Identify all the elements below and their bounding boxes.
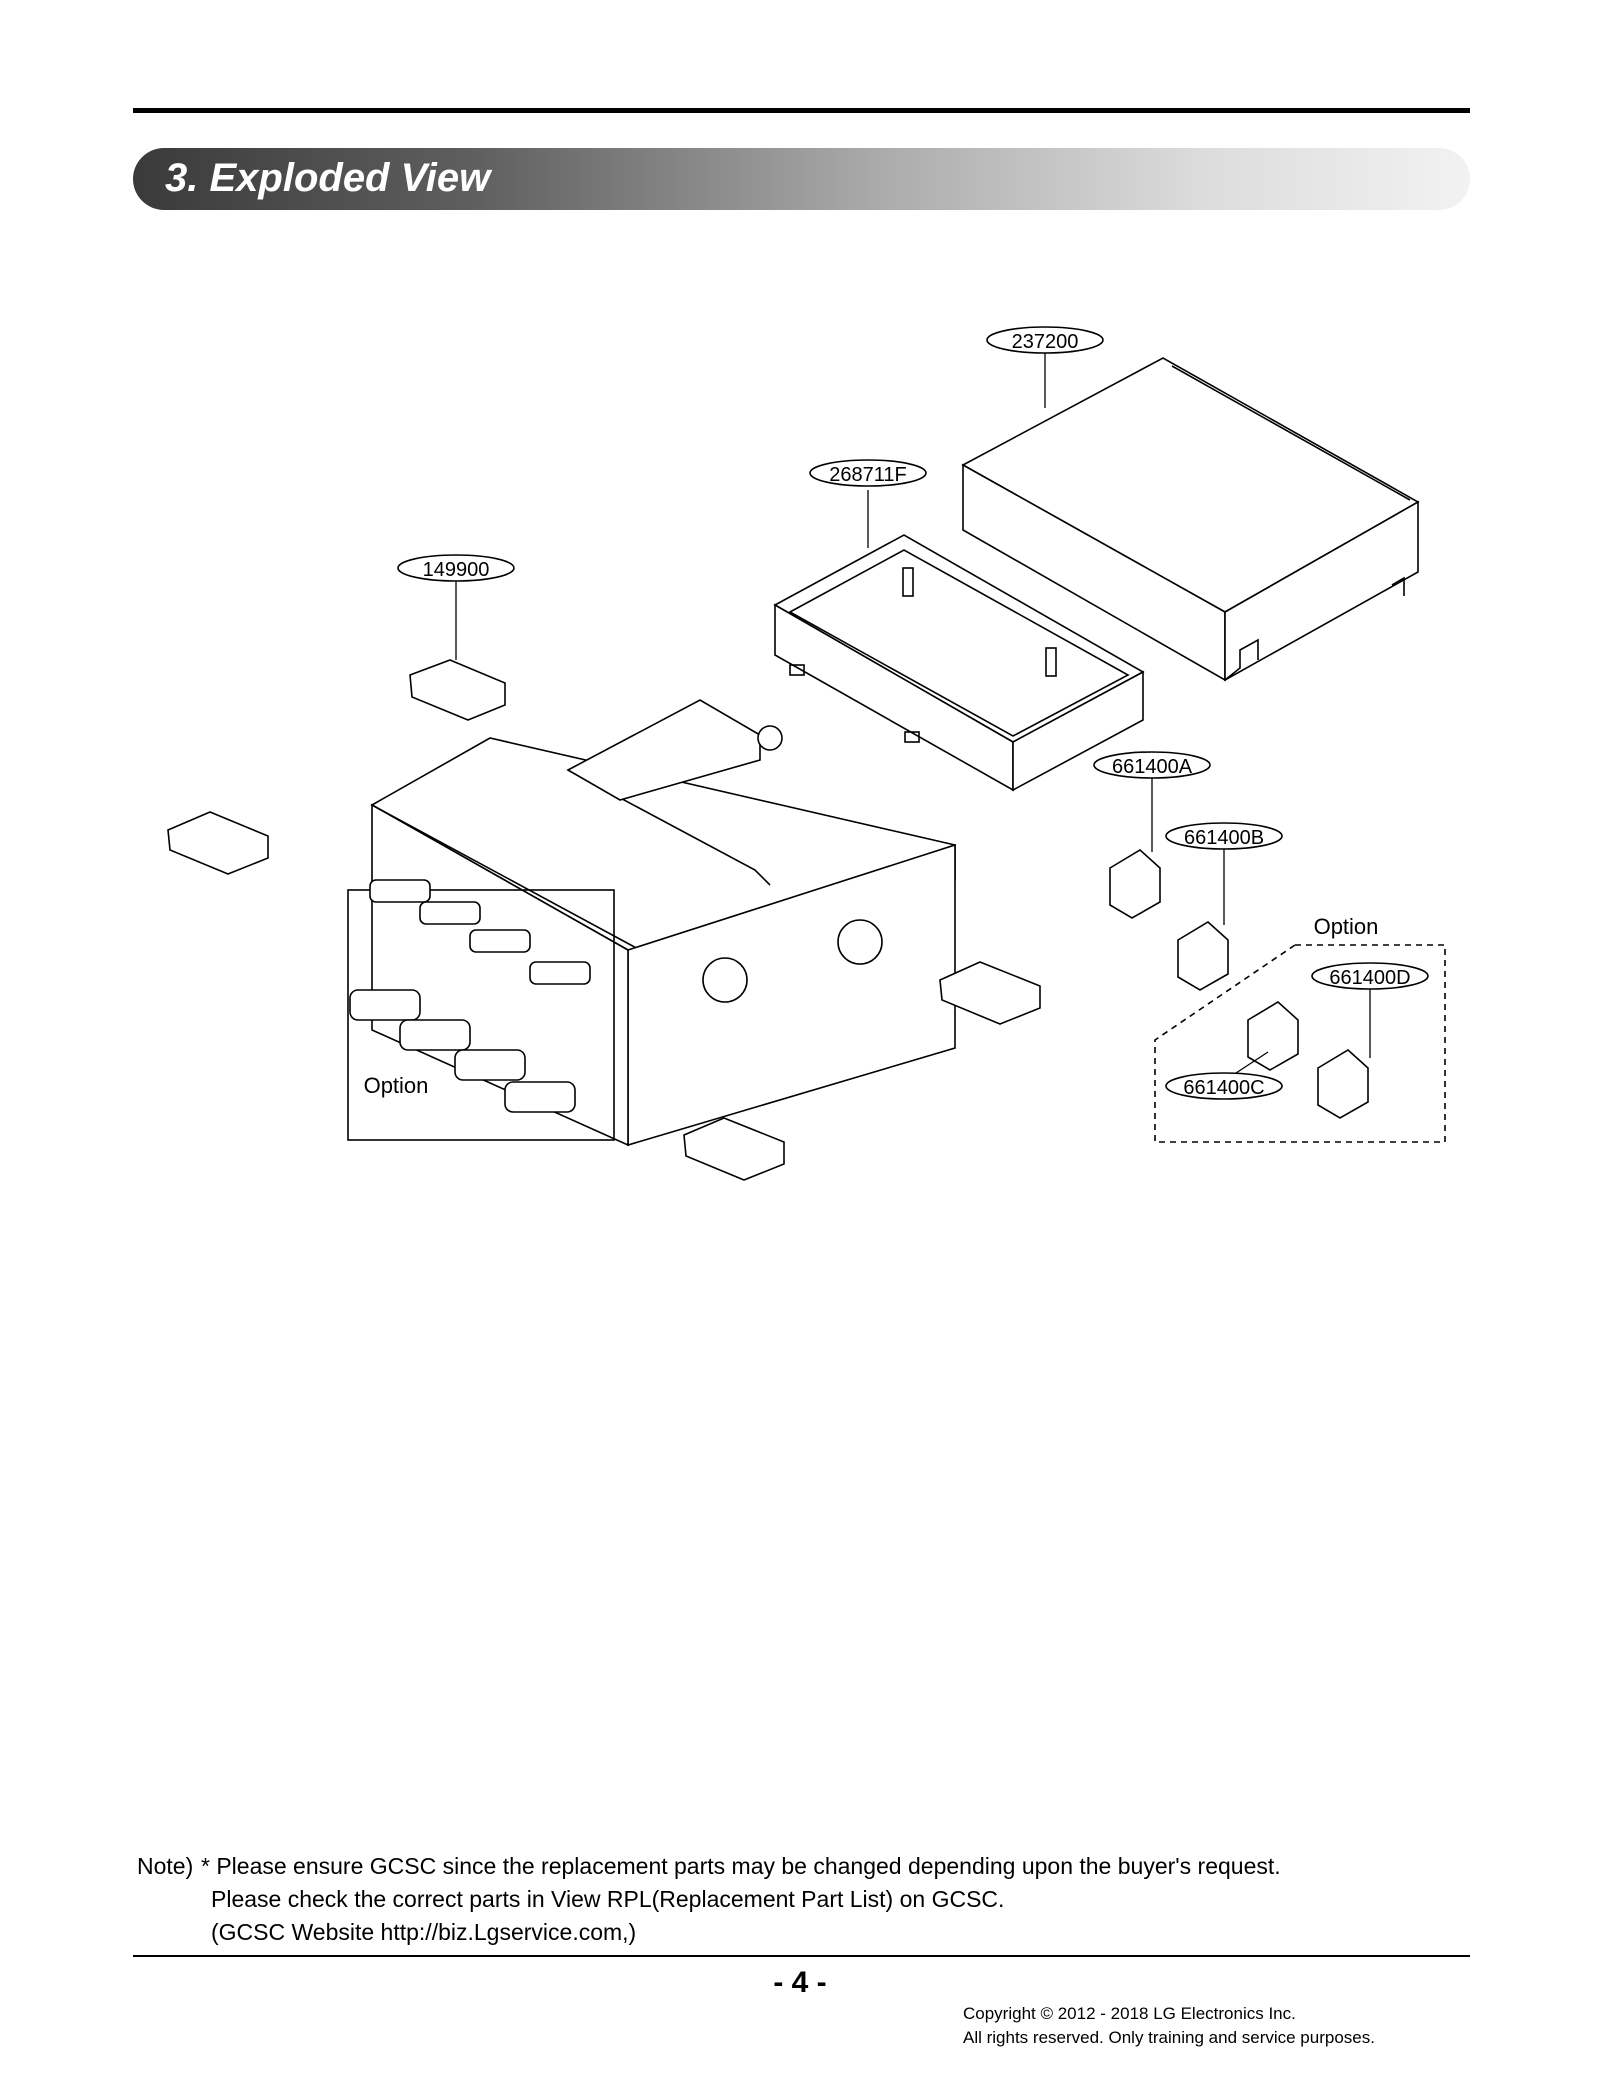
exploded-view-diagram: 237200 268711F 149900 661400A 661400B 66… bbox=[167, 326, 1446, 1181]
label-149900: 149900 bbox=[397, 554, 515, 582]
part-label-661400A: 661400A bbox=[1112, 756, 1193, 778]
service-valves bbox=[349, 879, 591, 1113]
part-label-661400B: 661400B bbox=[1184, 827, 1264, 849]
note-lines: * Please ensure GCSC since the replaceme… bbox=[201, 1850, 1281, 1949]
part-label-237200: 237200 bbox=[1012, 331, 1079, 353]
label-237200: 237200 bbox=[986, 326, 1104, 354]
note-line: (GCSC Website http://biz.Lgservice.com,) bbox=[211, 1919, 637, 1945]
option-label-left: Option bbox=[364, 1073, 429, 1098]
option-outline-right bbox=[1154, 944, 1446, 1143]
note-line: * Please ensure GCSC since the replaceme… bbox=[201, 1853, 1281, 1879]
note-label: Note) bbox=[137, 1853, 194, 1879]
section-title: 3. Exploded View bbox=[165, 156, 491, 200]
option-valves bbox=[1109, 849, 1369, 1119]
part-label-661400D: 661400D bbox=[1329, 967, 1410, 989]
top-rule bbox=[133, 108, 1470, 113]
hanger-brackets bbox=[167, 659, 1041, 1181]
note-line: Please check the correct parts in View R… bbox=[211, 1886, 1005, 1912]
main-body-part bbox=[347, 699, 956, 1147]
part-label-268711F: 268711F bbox=[829, 464, 906, 486]
part-label-149900: 149900 bbox=[423, 559, 490, 581]
option-label-right: Option bbox=[1314, 914, 1379, 939]
leader-lines bbox=[455, 352, 1371, 1074]
top-cover-part bbox=[961, 357, 1420, 682]
label-661400C: 661400C bbox=[1165, 1072, 1283, 1100]
copyright: Copyright © 2012 - 2018 LG Electronics I… bbox=[963, 2002, 1375, 2050]
bottom-rule bbox=[133, 1955, 1470, 1957]
copyright-line: Copyright © 2012 - 2018 LG Electronics I… bbox=[963, 2004, 1296, 2023]
label-661400A: 661400A bbox=[1093, 751, 1211, 779]
part-label-661400C: 661400C bbox=[1183, 1077, 1264, 1099]
label-661400D: 661400D bbox=[1311, 962, 1429, 990]
tray-part bbox=[773, 534, 1145, 792]
page-number: - 4 - bbox=[773, 1966, 827, 1999]
label-268711F: 268711F bbox=[809, 459, 927, 487]
label-661400B: 661400B bbox=[1165, 822, 1283, 850]
section-banner: 3. Exploded View bbox=[133, 148, 1470, 210]
copyright-line: All rights reserved. Only training and s… bbox=[963, 2028, 1375, 2047]
